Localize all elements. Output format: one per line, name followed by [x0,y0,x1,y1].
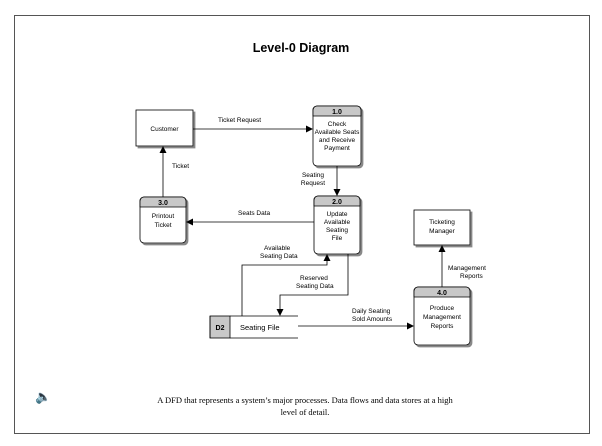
flow-ticket-request: Ticket Request [193,117,313,133]
process-4-line: Reports [431,323,455,330]
flow-label: Ticket [172,163,189,170]
datastore-id: D2 [216,325,225,332]
flow-label: Sold Amounts [352,316,393,323]
flow-seats-data: Seats Data [186,210,314,226]
flow-label: Available [264,245,291,252]
process-4-line: Management [423,314,461,321]
entity-customer: Customer [135,109,194,147]
process-1-line: and Receive [319,137,356,144]
flow-label: Management [448,265,486,272]
flow-label: Ticket Request [218,117,261,124]
process-2-line: Update [327,211,348,218]
flow-label: Seating [302,172,324,179]
entity-customer-label: Customer [150,126,179,133]
flow-label: Reports [460,273,484,280]
datastore-name: Seating File [240,323,280,332]
process-4-id: 4.0 [437,290,447,297]
flow-label: Seats Data [238,210,271,217]
entity-manager-line: Ticketing [429,219,455,226]
flow-management-reports: Management Reports [438,245,486,287]
process-2-line: Available [324,219,351,226]
speaker-icon[interactable]: 🔈 [35,390,52,405]
process-2: 2.0 Update Available Seating File [313,195,361,255]
flow-reserved-seating-data: Reserved Seating Data [276,254,349,316]
process-4: 4.0 Produce Management Reports [413,286,471,346]
caption-line: A DFD that represents a system’s major p… [157,395,453,405]
flow-label: Seating Data [260,253,298,260]
flow-label: Reserved [300,275,328,282]
process-2-line: Seating [326,227,348,234]
slide-frame [14,15,590,434]
flow-label: Seating Data [296,283,334,290]
process-3-line: Printout [152,213,175,220]
caption-line: level of detail. [280,407,330,417]
process-1-id: 1.0 [332,109,342,116]
caption: A DFD that represents a system’s major p… [70,394,540,418]
flow-ticket: Ticket [159,146,189,197]
datastore-d2: D2 Seating File [209,315,298,339]
flow-label: Request [301,180,325,187]
entity-manager-line: Manager [429,228,455,235]
process-1-line: Check [328,121,347,128]
flow-daily-seating: Daily Seating Sold Amounts [298,308,414,330]
process-3-line: Ticket [154,222,171,229]
flow-label: Daily Seating [352,308,391,315]
process-2-id: 2.0 [332,199,342,206]
diagram-title: Level-0 Diagram [252,41,350,55]
process-3-id: 3.0 [158,200,168,207]
flow-seating-request: Seating Request [301,166,341,196]
process-3: 3.0 Printout Ticket [139,196,187,244]
process-1-line: Available Seats [315,129,360,136]
entity-ticketing-manager: Ticketing Manager [413,209,471,246]
process-4-line: Produce [430,305,455,312]
process-2-line: File [332,235,343,242]
process-1: 1.0 Check Available Seats and Receive Pa… [312,105,362,167]
flow-available-seating-data: Available Seating Data [241,245,331,316]
process-1-line: Payment [324,145,350,152]
